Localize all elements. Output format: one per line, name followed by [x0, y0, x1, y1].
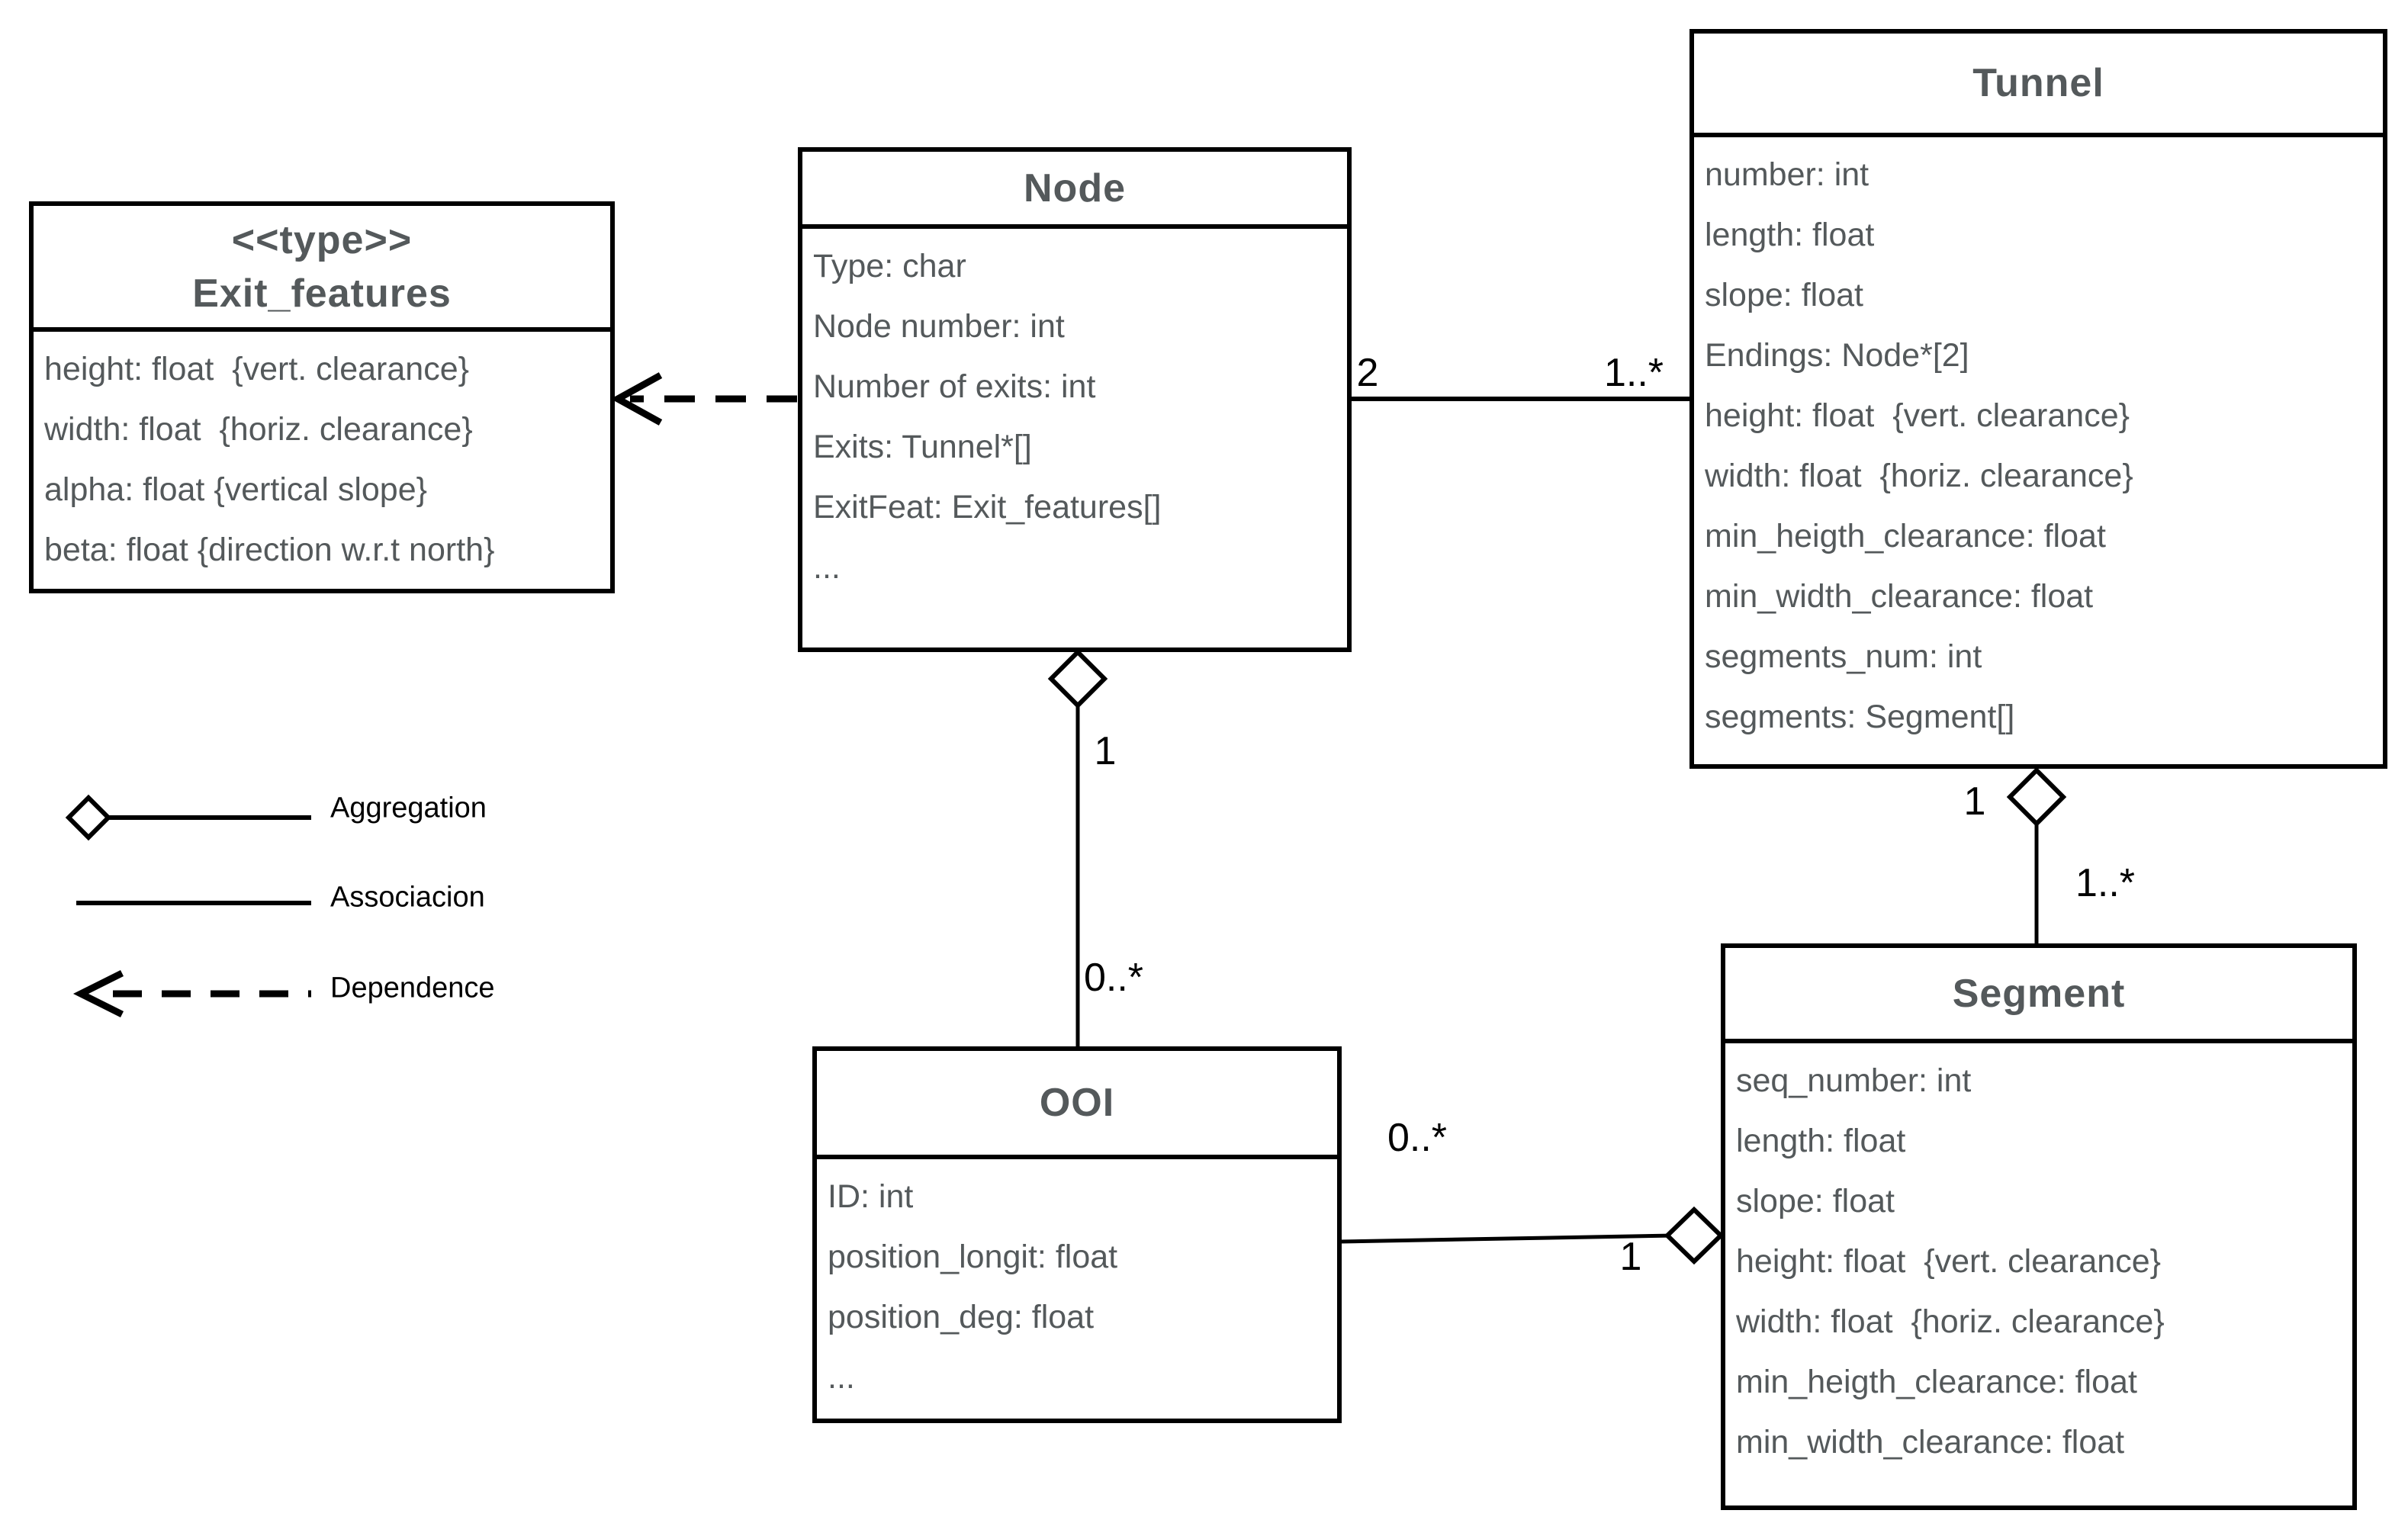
- class-attribute: Number of exits: int: [813, 368, 1096, 405]
- class-attribute: min_width_clearance: float: [1705, 578, 2094, 615]
- class-tunnel: Tunnel number: int length: float slope: fl…: [1689, 29, 2387, 769]
- class-title: Exit_features: [192, 271, 452, 316]
- class-attribute: min_heigth_clearance: float: [1736, 1364, 2137, 1400]
- class-attribute: segments_num: int: [1705, 638, 1982, 675]
- class-attribute: height: float {vert. clearance}: [1705, 397, 2130, 434]
- class-attribute: ...: [813, 549, 841, 586]
- class-ooi: OOI ID: int position_longit: float positio…: [812, 1046, 1342, 1423]
- class-attribute: length: float: [1705, 217, 1875, 253]
- multiplicity-node-tunnel-node-end: 2: [1356, 351, 1379, 395]
- class-title: OOI: [1039, 1081, 1115, 1125]
- aggregation-diamond-icon: [1664, 1206, 1725, 1265]
- class-attribute: number: int: [1705, 156, 1869, 193]
- class-segment: Segment seq_number: int length: float slop…: [1721, 943, 2357, 1510]
- class-attribute: width: float {horiz. clearance}: [1736, 1303, 2165, 1340]
- multiplicity-node-ooi-node-end: 1: [1094, 729, 1117, 773]
- class-attribute: slope: float: [1705, 277, 1863, 313]
- class-title: Node: [1024, 165, 1126, 210]
- legend-label-association: Associacion: [330, 881, 485, 914]
- multiplicity-tunnel-segment-tunnel-end: 1: [1963, 779, 1986, 824]
- multiplicity-node-tunnel-tunnel-end: 1..*: [1603, 351, 1664, 395]
- class-attribute: height: float {vert. clearance}: [1736, 1243, 2161, 1280]
- class-segment-attributes: seq_number: int length: float slope: float…: [1725, 1043, 2352, 1473]
- class-attribute: slope: float: [1736, 1183, 1895, 1219]
- class-attribute: alpha: float {vertical slope}: [44, 471, 427, 508]
- class-stereotype: <<type>>: [231, 217, 413, 262]
- multiplicity-ooi-segment-ooi-end: 0..*: [1387, 1116, 1448, 1160]
- dependence-arrowhead-icon: [610, 372, 663, 426]
- multiplicity-ooi-segment-segment-end: 1: [1619, 1235, 1642, 1279]
- class-attribute: Type: char: [813, 248, 966, 284]
- class-attribute: ...: [828, 1359, 855, 1396]
- aggregation-tunnel-segment: [2006, 766, 2067, 946]
- class-title: Segment: [1952, 971, 2126, 1016]
- class-attribute: beta: float {direction w.r.t north}: [44, 532, 495, 568]
- class-attribute: Exits: Tunnel*[]: [813, 429, 1032, 465]
- aggregation-node-ooi: [1047, 648, 1108, 1049]
- legend-label-dependence: Dependence: [330, 972, 495, 1004]
- class-title: Tunnel: [1972, 61, 2104, 105]
- dependence-icon: [72, 969, 311, 1018]
- multiplicity-tunnel-segment-segment-end: 1..*: [2075, 861, 2136, 905]
- class-exit-features-header: <<type>> Exit_features: [34, 206, 610, 332]
- class-tunnel-header: Tunnel: [1694, 34, 2383, 137]
- class-node-header: Node: [802, 152, 1347, 229]
- class-attribute: width: float {horiz. clearance}: [1705, 458, 2133, 494]
- aggregation-icon: [65, 794, 311, 841]
- class-attribute: min_width_clearance: float: [1736, 1424, 2125, 1460]
- class-attribute: seq_number: int: [1736, 1062, 1972, 1099]
- class-attribute: position_deg: float: [828, 1299, 1095, 1335]
- class-attribute: length: float: [1736, 1123, 1906, 1159]
- multiplicity-node-ooi-ooi-end: 0..*: [1083, 956, 1144, 1000]
- legend-label-aggregation: Aggregation: [330, 792, 487, 824]
- class-attribute: position_longit: float: [828, 1239, 1118, 1275]
- class-attribute: Endings: Node*[2]: [1705, 337, 1969, 374]
- class-attribute: width: float {horiz. clearance}: [44, 411, 473, 448]
- class-attribute: height: float {vert. clearance}: [44, 351, 469, 387]
- class-segment-header: Segment: [1725, 948, 2352, 1043]
- class-exit-features-attributes: height: float {vert. clearance} width: fl…: [34, 332, 610, 580]
- aggregation-diamond-icon: [1047, 648, 1108, 709]
- class-attribute: segments: Segment[]: [1705, 699, 2015, 735]
- class-exit-features: <<type>> Exit_features height: float {ve…: [29, 201, 615, 593]
- class-attribute: Node number: int: [813, 308, 1065, 345]
- class-ooi-attributes: ID: int position_longit: float position_de…: [817, 1159, 1337, 1408]
- class-ooi-header: OOI: [817, 1051, 1337, 1159]
- class-attribute: ExitFeat: Exit_features[]: [813, 489, 1162, 525]
- aggregation-diamond-icon: [2006, 766, 2067, 827]
- class-attribute: ID: int: [828, 1178, 914, 1215]
- dependence-node-exitfeatures: [610, 372, 797, 426]
- aggregation-ooi-segment: [1339, 1206, 1725, 1265]
- class-attribute: min_heigth_clearance: float: [1705, 518, 2106, 554]
